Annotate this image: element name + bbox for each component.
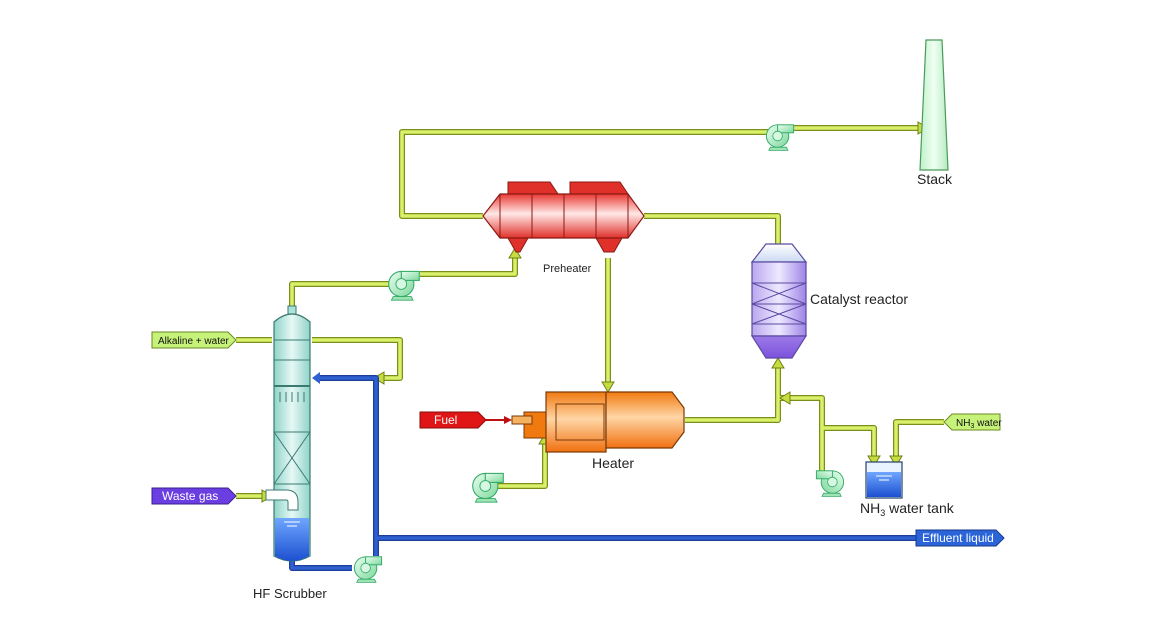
heater-label: Heater [592, 455, 634, 471]
liquid-arrow [312, 372, 320, 384]
pump-icon [765, 124, 795, 151]
heater: Heater [511, 391, 685, 471]
preheater-label: Preheater [543, 263, 592, 275]
preheater: Preheater [482, 181, 645, 275]
hf-scrubber-label: HF Scrubber [253, 586, 327, 601]
nh3-water-tank: NH3 water tank [860, 461, 955, 518]
svg-text:Effluent liquid: Effluent liquid [922, 531, 994, 545]
stack-label: Stack [917, 171, 953, 187]
tag-waste-gas: Waste gas [151, 487, 237, 505]
tag-alkaline-water: Alkaline + water [151, 331, 237, 349]
svg-text:Alkaline + water: Alkaline + water [158, 336, 230, 347]
tag-effluent-liquid: Effluent liquid [915, 529, 1005, 547]
catalyst-reactor: Catalyst reactor [750, 243, 908, 359]
hf-scrubber: HF Scrubber [253, 305, 327, 601]
svg-text:Waste gas: Waste gas [162, 489, 218, 503]
catalyst-reactor-label: Catalyst reactor [810, 291, 908, 307]
svg-text:NH3 water: NH3 water [956, 418, 1002, 430]
gas-lines-fill [236, 126, 944, 498]
pump-icon [815, 470, 845, 497]
pump-icon [388, 270, 420, 301]
nh3-tank-label: NH3 water tank [860, 500, 955, 518]
stack: Stack [917, 39, 953, 187]
tag-nh3-water: NH3 water [943, 413, 1002, 431]
svg-text:Fuel: Fuel [434, 413, 457, 427]
tag-fuel: Fuel [419, 411, 512, 429]
pump-icon [353, 556, 383, 583]
